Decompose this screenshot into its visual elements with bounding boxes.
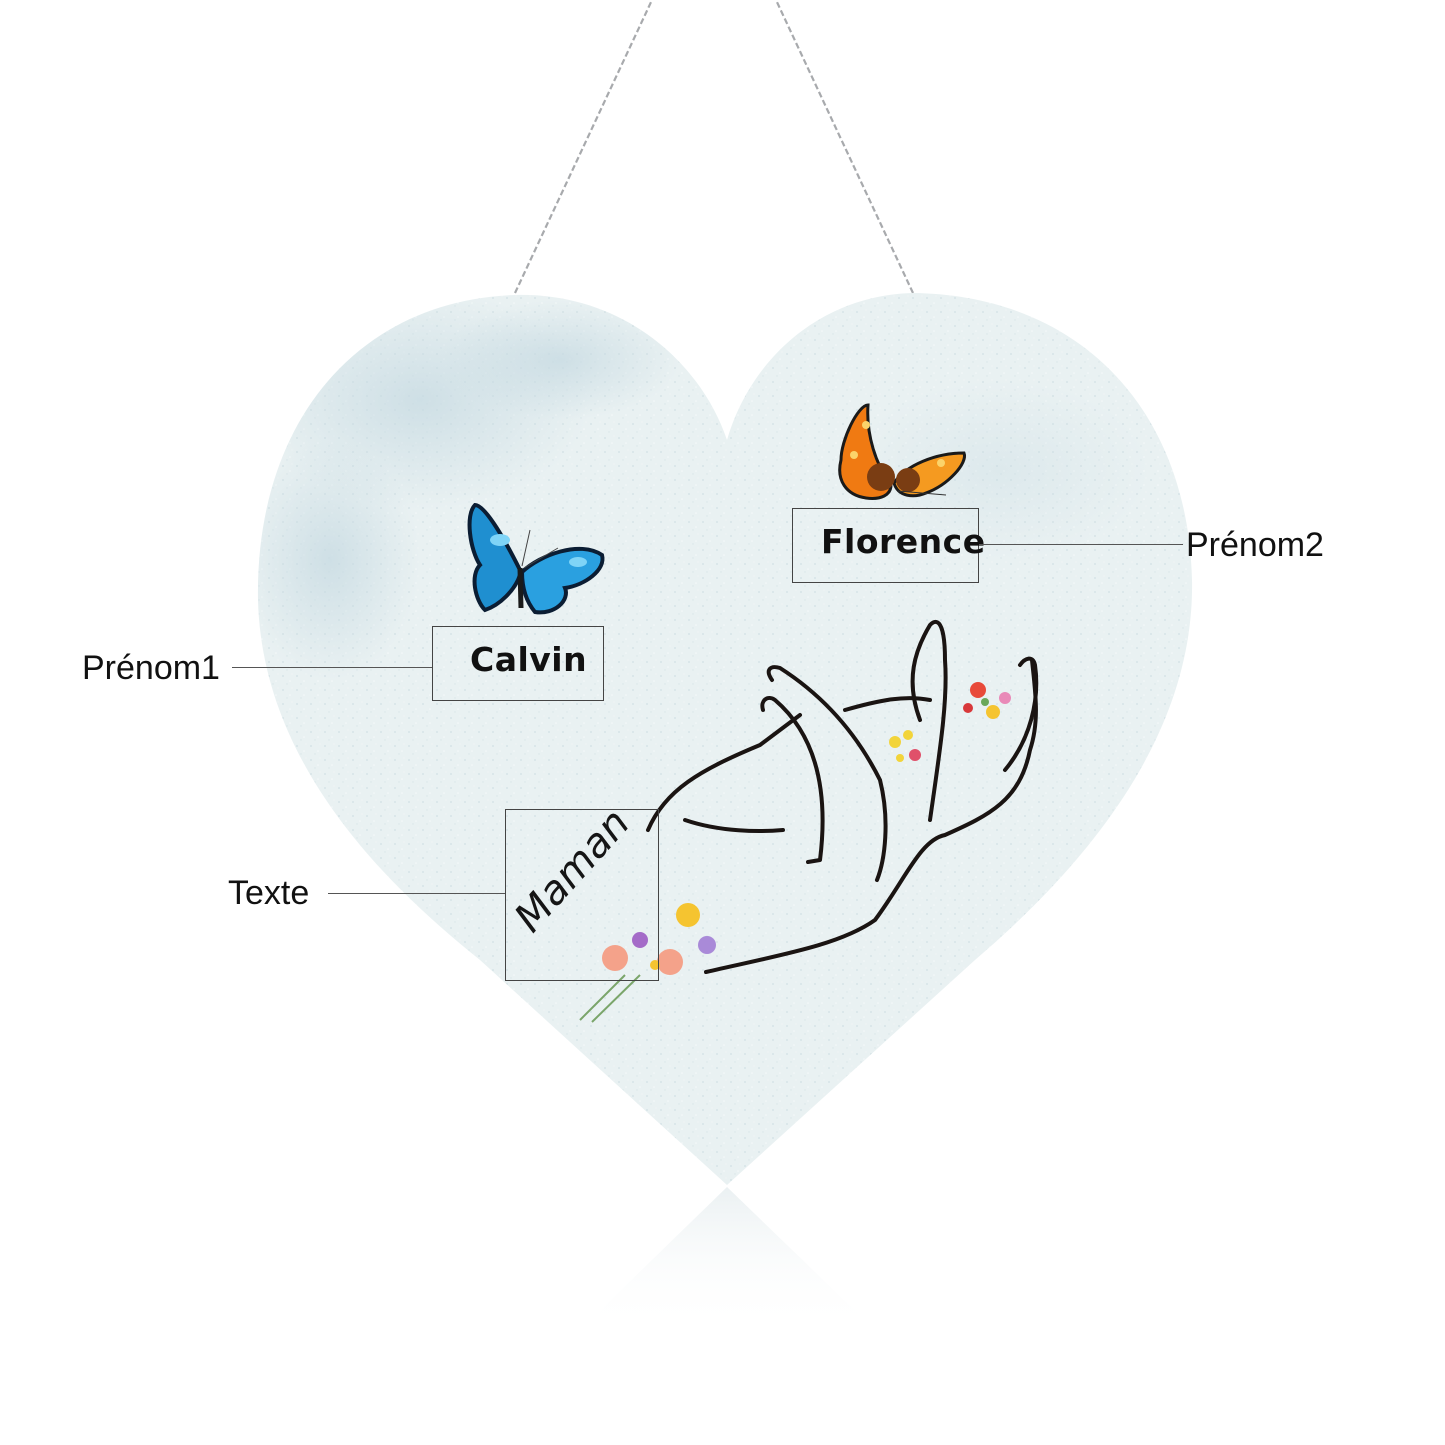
heart-plaque xyxy=(257,293,1193,1185)
texte-field-box[interactable] xyxy=(505,809,659,981)
prenom1-leader-line xyxy=(232,667,432,668)
orange-butterfly-icon xyxy=(838,403,966,500)
prenom1-label: Prénom1 xyxy=(82,649,220,687)
texte-leader-line xyxy=(328,893,505,894)
flower-bouquet-palm xyxy=(889,730,921,762)
heart-reflection xyxy=(580,1187,875,1330)
prenom1-field-box[interactable] xyxy=(432,626,604,701)
flower-bouquet-fingertip xyxy=(963,682,1011,719)
prenom2-field-box[interactable] xyxy=(792,508,979,583)
flower-bouquet-wrist xyxy=(579,903,716,1023)
prenom2-value: Florence xyxy=(821,522,986,561)
prenom1-value: Calvin xyxy=(470,640,588,679)
blue-butterfly-icon xyxy=(467,502,605,615)
texte-label: Texte xyxy=(228,874,310,912)
hand-line-art xyxy=(646,620,1039,974)
hanging-chain xyxy=(514,0,914,294)
prenom2-leader-line xyxy=(979,544,1183,545)
prenom2-label: Prénom2 xyxy=(1186,526,1324,564)
